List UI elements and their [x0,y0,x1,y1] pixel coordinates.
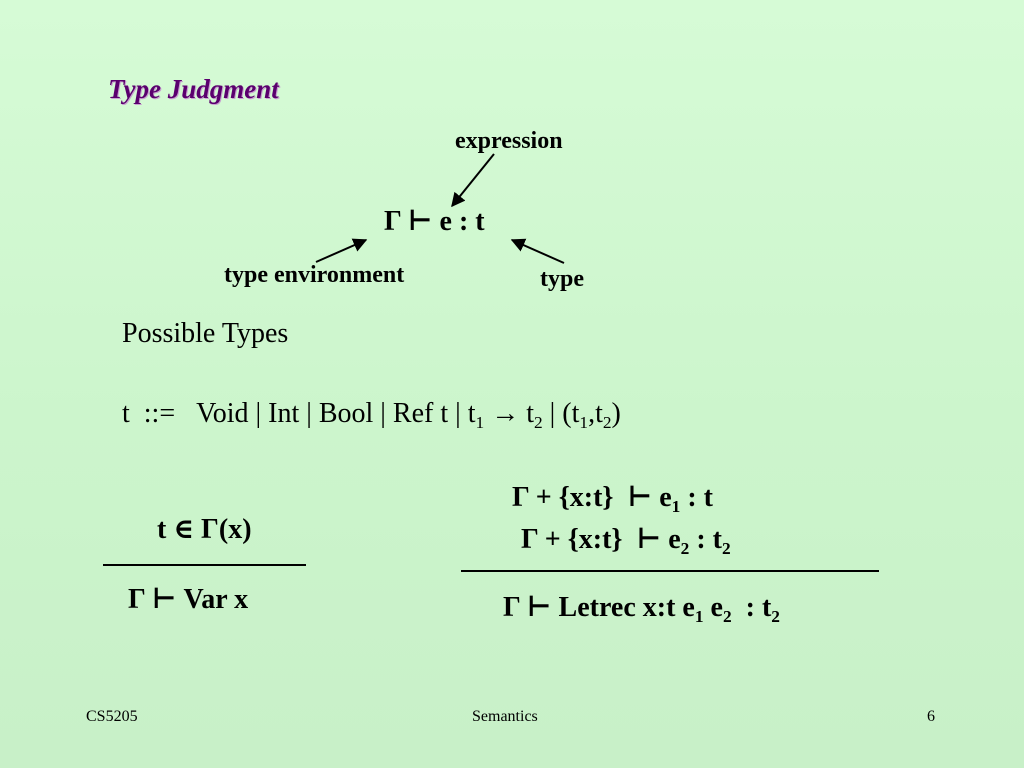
letrec-conclusion: Γ ⊢ Letrec x:t e1 e2 : t2 [503,590,780,627]
expression-label: expression [455,128,563,154]
footer-page-number: 6 [927,708,935,725]
letrec-premise-1-text: Γ + {x:t} ⊢ e [512,482,672,513]
turnstile-symbol: ⊢ [407,206,433,237]
var-rule-premise: t ∈ Γ(x) [157,514,252,545]
gamma-symbol: Γ [128,584,145,615]
letrec-conclusion-tail-sub: 2 [771,607,780,627]
letrec-premise-2-text: Γ + {x:t} ⊢ e [521,524,681,555]
type-environment-arrow [315,238,368,263]
grammar-sub: 1 [579,413,589,433]
letrec-premise-2-sub: 2 [680,539,690,559]
expression-arrow [451,153,495,208]
grammar-lhs: t ::= [122,398,176,429]
letrec-premise-2-tail-sub: 2 [721,539,731,559]
grammar-sub: 2 [533,413,543,433]
letrec-conclusion-sub: 1 [694,607,704,627]
letrec-premise-2: Γ + {x:t} ⊢ e2 : t2 [521,522,731,559]
type-grammar: t ::= Void | Int | Bool | Ref t | t1 → t… [122,398,621,433]
possible-types-heading: Possible Types [122,318,289,349]
grammar-arrow: → t [484,398,534,429]
letrec-conclusion-mid: e [703,592,723,623]
letrec-conclusion-text: Γ ⊢ Letrec x:t e [503,592,695,623]
slide-title: Type Judgment [108,74,279,104]
type-label: type [540,266,584,292]
grammar-sub: 1 [475,413,485,433]
turnstile-symbol: ⊢ [151,584,177,615]
letrec-premise-1-tail: : t [680,482,713,513]
grammar-alternatives: Void | Int | Bool | Ref t | t [196,398,476,429]
letrec-premise-1: Γ + {x:t} ⊢ e1 : t [512,480,713,517]
type-environment-label: type environment [224,262,405,288]
letrec-conclusion-tail: : t [731,592,772,623]
letrec-conclusion-sub: 2 [722,607,732,627]
judgment-expression: e : t [439,206,485,237]
footer-topic: Semantics [472,708,538,725]
var-rule-conclusion-text: Var x [183,584,249,615]
grammar-close: ) [611,398,621,429]
var-rule-conclusion: Γ ⊢ Var x [128,582,248,616]
gamma-symbol: Γ [384,206,401,237]
letrec-premise-2-tail: : t [689,524,722,555]
grammar-pair: | (t [542,398,580,429]
letrec-premise-1-sub: 1 [671,497,681,517]
type-arrow [510,238,565,264]
type-judgment: Γ ⊢ e : t [384,204,485,238]
grammar-pair-second: ,t [588,398,603,429]
grammar-sub: 2 [602,413,612,433]
footer-course: CS5205 [86,708,138,725]
